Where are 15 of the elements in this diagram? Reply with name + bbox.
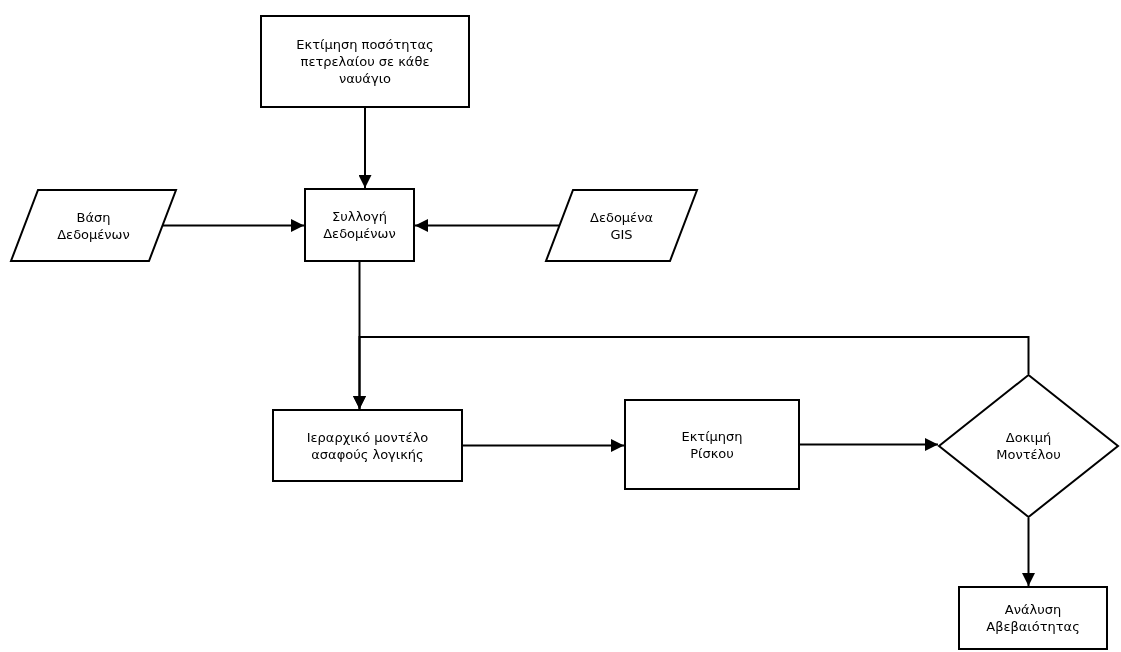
node-label: Δεδομένα GIS — [589, 208, 654, 243]
node-label: Ιεραρχικό μοντέλο ασαφούς λογικής — [305, 428, 430, 463]
node-label: Εκτίμηση ποσότητας πετρελαίου σε κάθε ναυάγιο — [295, 36, 435, 87]
node-label: Δοκιμή Μοντέλου — [995, 429, 1062, 463]
arrow — [162, 219, 305, 232]
arrow — [799, 438, 939, 451]
arrow — [358, 107, 372, 189]
node-label: Συλλογή Δεδομένων — [322, 208, 397, 242]
node-label: Εκτίμηση Ρίσκου — [680, 427, 744, 462]
arrow — [414, 219, 560, 232]
arrow — [1022, 517, 1035, 587]
arrow — [353, 336, 1030, 410]
arrow — [462, 439, 625, 452]
node-label: Βάση Δεδομένων — [56, 208, 131, 243]
node-label: Ανάλυση Αβεβαιότητας — [985, 601, 1081, 635]
